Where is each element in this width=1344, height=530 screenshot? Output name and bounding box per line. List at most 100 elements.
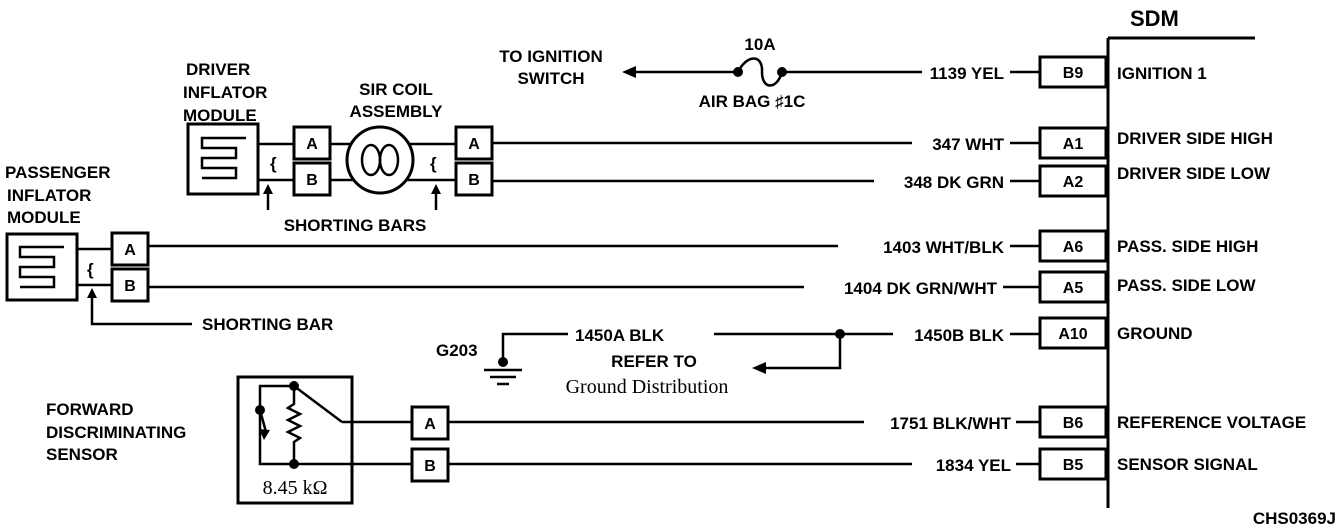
pin-function: PASS. SIDE HIGH <box>1117 237 1258 256</box>
connector-b-label: B <box>306 172 318 189</box>
connector-a-label: A <box>306 136 318 153</box>
circuit-sensor-signal: 1834 YEL B5 SENSOR SIGNAL <box>936 447 1258 481</box>
refer-branch <box>762 334 842 370</box>
ground-id: G203 <box>436 341 478 360</box>
connector-b <box>410 447 450 483</box>
pin-box <box>1038 126 1108 160</box>
wire-label: 348 DK GRN <box>904 173 1004 192</box>
driver-label-1: DRIVER <box>186 60 250 79</box>
pin-box <box>1038 229 1108 263</box>
connector-a <box>110 231 150 267</box>
circuit-pass-low: 1404 DK GRN/WHT A5 PASS. SIDE LOW <box>844 270 1256 304</box>
circuit-driver-high: 347 WHT A1 DRIVER SIDE HIGH <box>932 126 1273 160</box>
circuit-pass-high: 1403 WHT/BLK A6 PASS. SIDE HIGH <box>883 229 1258 263</box>
pin-label: B6 <box>1063 415 1084 432</box>
arrow-down-icon <box>259 429 270 440</box>
ground-wire-a-label: 1450A BLK <box>575 326 665 345</box>
circuit-ground: 1450B BLK A10 GROUND <box>914 316 1193 350</box>
fuse-circuit: TO IGNITION SWITCH 10A AIR BAG ♯1C <box>499 35 922 111</box>
passenger-label-2: INFLATOR <box>7 186 91 205</box>
arrow-left-icon <box>622 66 636 78</box>
pin-label: A2 <box>1063 174 1084 191</box>
connector-b-label: B <box>424 458 436 475</box>
driver-label-3: MODULE <box>183 106 257 125</box>
pin-label: B9 <box>1063 65 1084 82</box>
shorting-bar-callout: SHORTING BAR <box>87 288 333 334</box>
driver-inflator-module: DRIVER INFLATOR MODULE { A B <box>183 60 332 197</box>
ground-terminal <box>498 357 508 367</box>
shorting-brace-icon: { <box>430 154 437 173</box>
resistor-icon <box>285 386 303 464</box>
wire-label: 1450B BLK <box>914 326 1004 345</box>
shorting-bar-label: SHORTING BAR <box>202 315 333 334</box>
pin-label: A5 <box>1063 280 1084 297</box>
pin-function: IGNITION 1 <box>1117 64 1207 83</box>
connector-a <box>454 125 494 161</box>
connector-b-label: B <box>124 278 136 295</box>
sensor-trace <box>258 384 294 410</box>
pin-function: DRIVER SIDE HIGH <box>1117 129 1273 148</box>
refer-line1: REFER TO <box>611 352 697 371</box>
pin-box <box>1038 316 1108 350</box>
sensor-label-1: FORWARD <box>46 400 134 419</box>
passenger-label-3: MODULE <box>7 208 81 227</box>
wire-label: 1834 YEL <box>936 456 1011 475</box>
wire-label: 1751 BLK/WHT <box>890 414 1012 433</box>
shorting-brace-icon: { <box>270 154 277 173</box>
sdm-title: SDM <box>1130 6 1179 31</box>
connector-b <box>454 161 494 197</box>
squib-icon <box>200 136 246 180</box>
coil-winding-icon <box>378 143 400 177</box>
pin-box <box>1038 55 1108 89</box>
pin-label: B5 <box>1063 457 1084 474</box>
arrow-up-icon <box>263 184 273 194</box>
fuse-icon <box>736 57 784 87</box>
passenger-inflator-module: PASSENGER INFLATOR MODULE { A B <box>5 163 838 303</box>
sir-label-1: SIR COIL <box>359 80 433 99</box>
fuse-rating: 10A <box>744 35 775 54</box>
drawing-id: CHS0369J <box>1253 509 1336 528</box>
circuit-ignition-1: 1139 YEL B9 IGNITION 1 <box>930 55 1207 89</box>
wire-label: 1403 WHT/BLK <box>883 238 1005 257</box>
sir-coil-assembly: SIR COIL ASSEMBLY { A B <box>330 80 912 197</box>
shorting-brace-icon: { <box>87 260 94 279</box>
shorting-bars-label: SHORTING BARS <box>284 216 427 235</box>
destination-line2: SWITCH <box>517 69 584 88</box>
shorting-bars-callout: SHORTING BARS <box>263 184 441 235</box>
pin-function: GROUND <box>1117 324 1193 343</box>
pin-box <box>1038 164 1108 198</box>
wire-label: 347 WHT <box>932 135 1004 154</box>
pin-label: A1 <box>1063 136 1084 153</box>
forward-discriminating-sensor: FORWARD DISCRIMINATING SENSOR 8.45 kΩ A … <box>46 375 912 505</box>
pin-label: A10 <box>1058 326 1087 343</box>
driver-label-2: INFLATOR <box>183 83 267 102</box>
connector-a-label: A <box>424 416 436 433</box>
sir-label-2: ASSEMBLY <box>350 102 444 121</box>
pin-label: A6 <box>1063 239 1084 256</box>
switch-arm-icon <box>293 385 343 423</box>
pin-box <box>1038 270 1108 304</box>
arrow-left-icon <box>752 362 766 374</box>
sensor-label-3: SENSOR <box>46 445 118 464</box>
arrow-up-icon <box>431 184 441 194</box>
circuit-reference-voltage: 1751 BLK/WHT B6 REFERENCE VOLTAGE <box>890 405 1306 439</box>
squib-icon <box>18 245 64 289</box>
ground-circuit: G203 1450A BLK REFER TO Ground Distribut… <box>436 326 893 398</box>
pin-function: SENSOR SIGNAL <box>1117 455 1258 474</box>
destination-line1: TO IGNITION <box>499 47 603 66</box>
pin-box <box>1038 405 1108 439</box>
switch-contact-icon <box>258 409 268 433</box>
connector-b-label: B <box>468 172 480 189</box>
pin-function: PASS. SIDE LOW <box>1117 276 1256 295</box>
connector-b <box>110 267 150 303</box>
pin-function: REFERENCE VOLTAGE <box>1117 413 1306 432</box>
pin-function: DRIVER SIDE LOW <box>1117 164 1271 183</box>
fuse-name: AIR BAG ♯1C <box>699 92 806 111</box>
wire-label: 1139 YEL <box>930 64 1004 83</box>
sensor-label-2: DISCRIMINATING <box>46 423 186 442</box>
wire-label: 1404 DK GRN/WHT <box>844 279 998 298</box>
arrow-shaft <box>90 294 192 326</box>
sensor-trace <box>258 410 294 466</box>
ground-wire-a <box>501 332 568 362</box>
